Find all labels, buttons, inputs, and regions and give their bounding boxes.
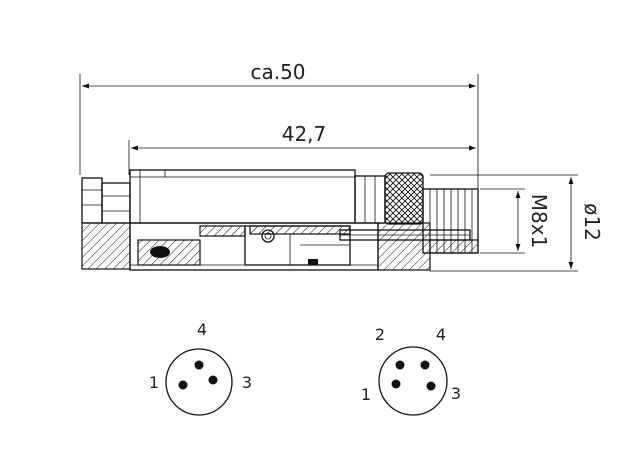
pin-label: 3 [451,384,461,403]
pin-3 [426,381,436,391]
pinout-face [378,346,448,416]
pin-1 [178,380,188,390]
main-housing [129,169,356,224]
rear-cap-section [81,222,131,270]
knurled-nut [384,172,424,225]
diameter-label: ø12 [580,203,604,241]
pin-label: 4 [436,325,446,344]
pin-label: 4 [197,320,207,339]
insert-section [137,239,201,266]
rear-cap [81,177,103,224]
pin-4 [194,360,204,370]
pin-label: 1 [361,385,371,404]
coupling-ring [354,175,386,224]
pinout-face [165,348,233,416]
overall-length-label: ca.50 [250,60,305,84]
dimension-body-length: 42,7 [128,122,476,175]
dimension-overall-length: ca.50 [79,60,479,190]
pin-label: 1 [149,373,159,392]
dimension-thread: M8x1 [480,188,551,254]
pin-label: 3 [242,373,252,392]
pin-label: 2 [375,325,385,344]
pinout-3-pin: 4 1 3 [149,320,252,416]
pin-3 [208,375,218,385]
pin-1 [391,379,401,389]
dimension-diameter: ø12 [430,174,604,272]
thread-label: M8x1 [527,194,551,249]
connector-side-view [81,169,479,271]
pin-2 [395,360,405,370]
body-length-label: 42,7 [282,122,327,146]
pin-4 [420,360,430,370]
pinout-4-pin: 2 4 1 3 [361,325,461,416]
